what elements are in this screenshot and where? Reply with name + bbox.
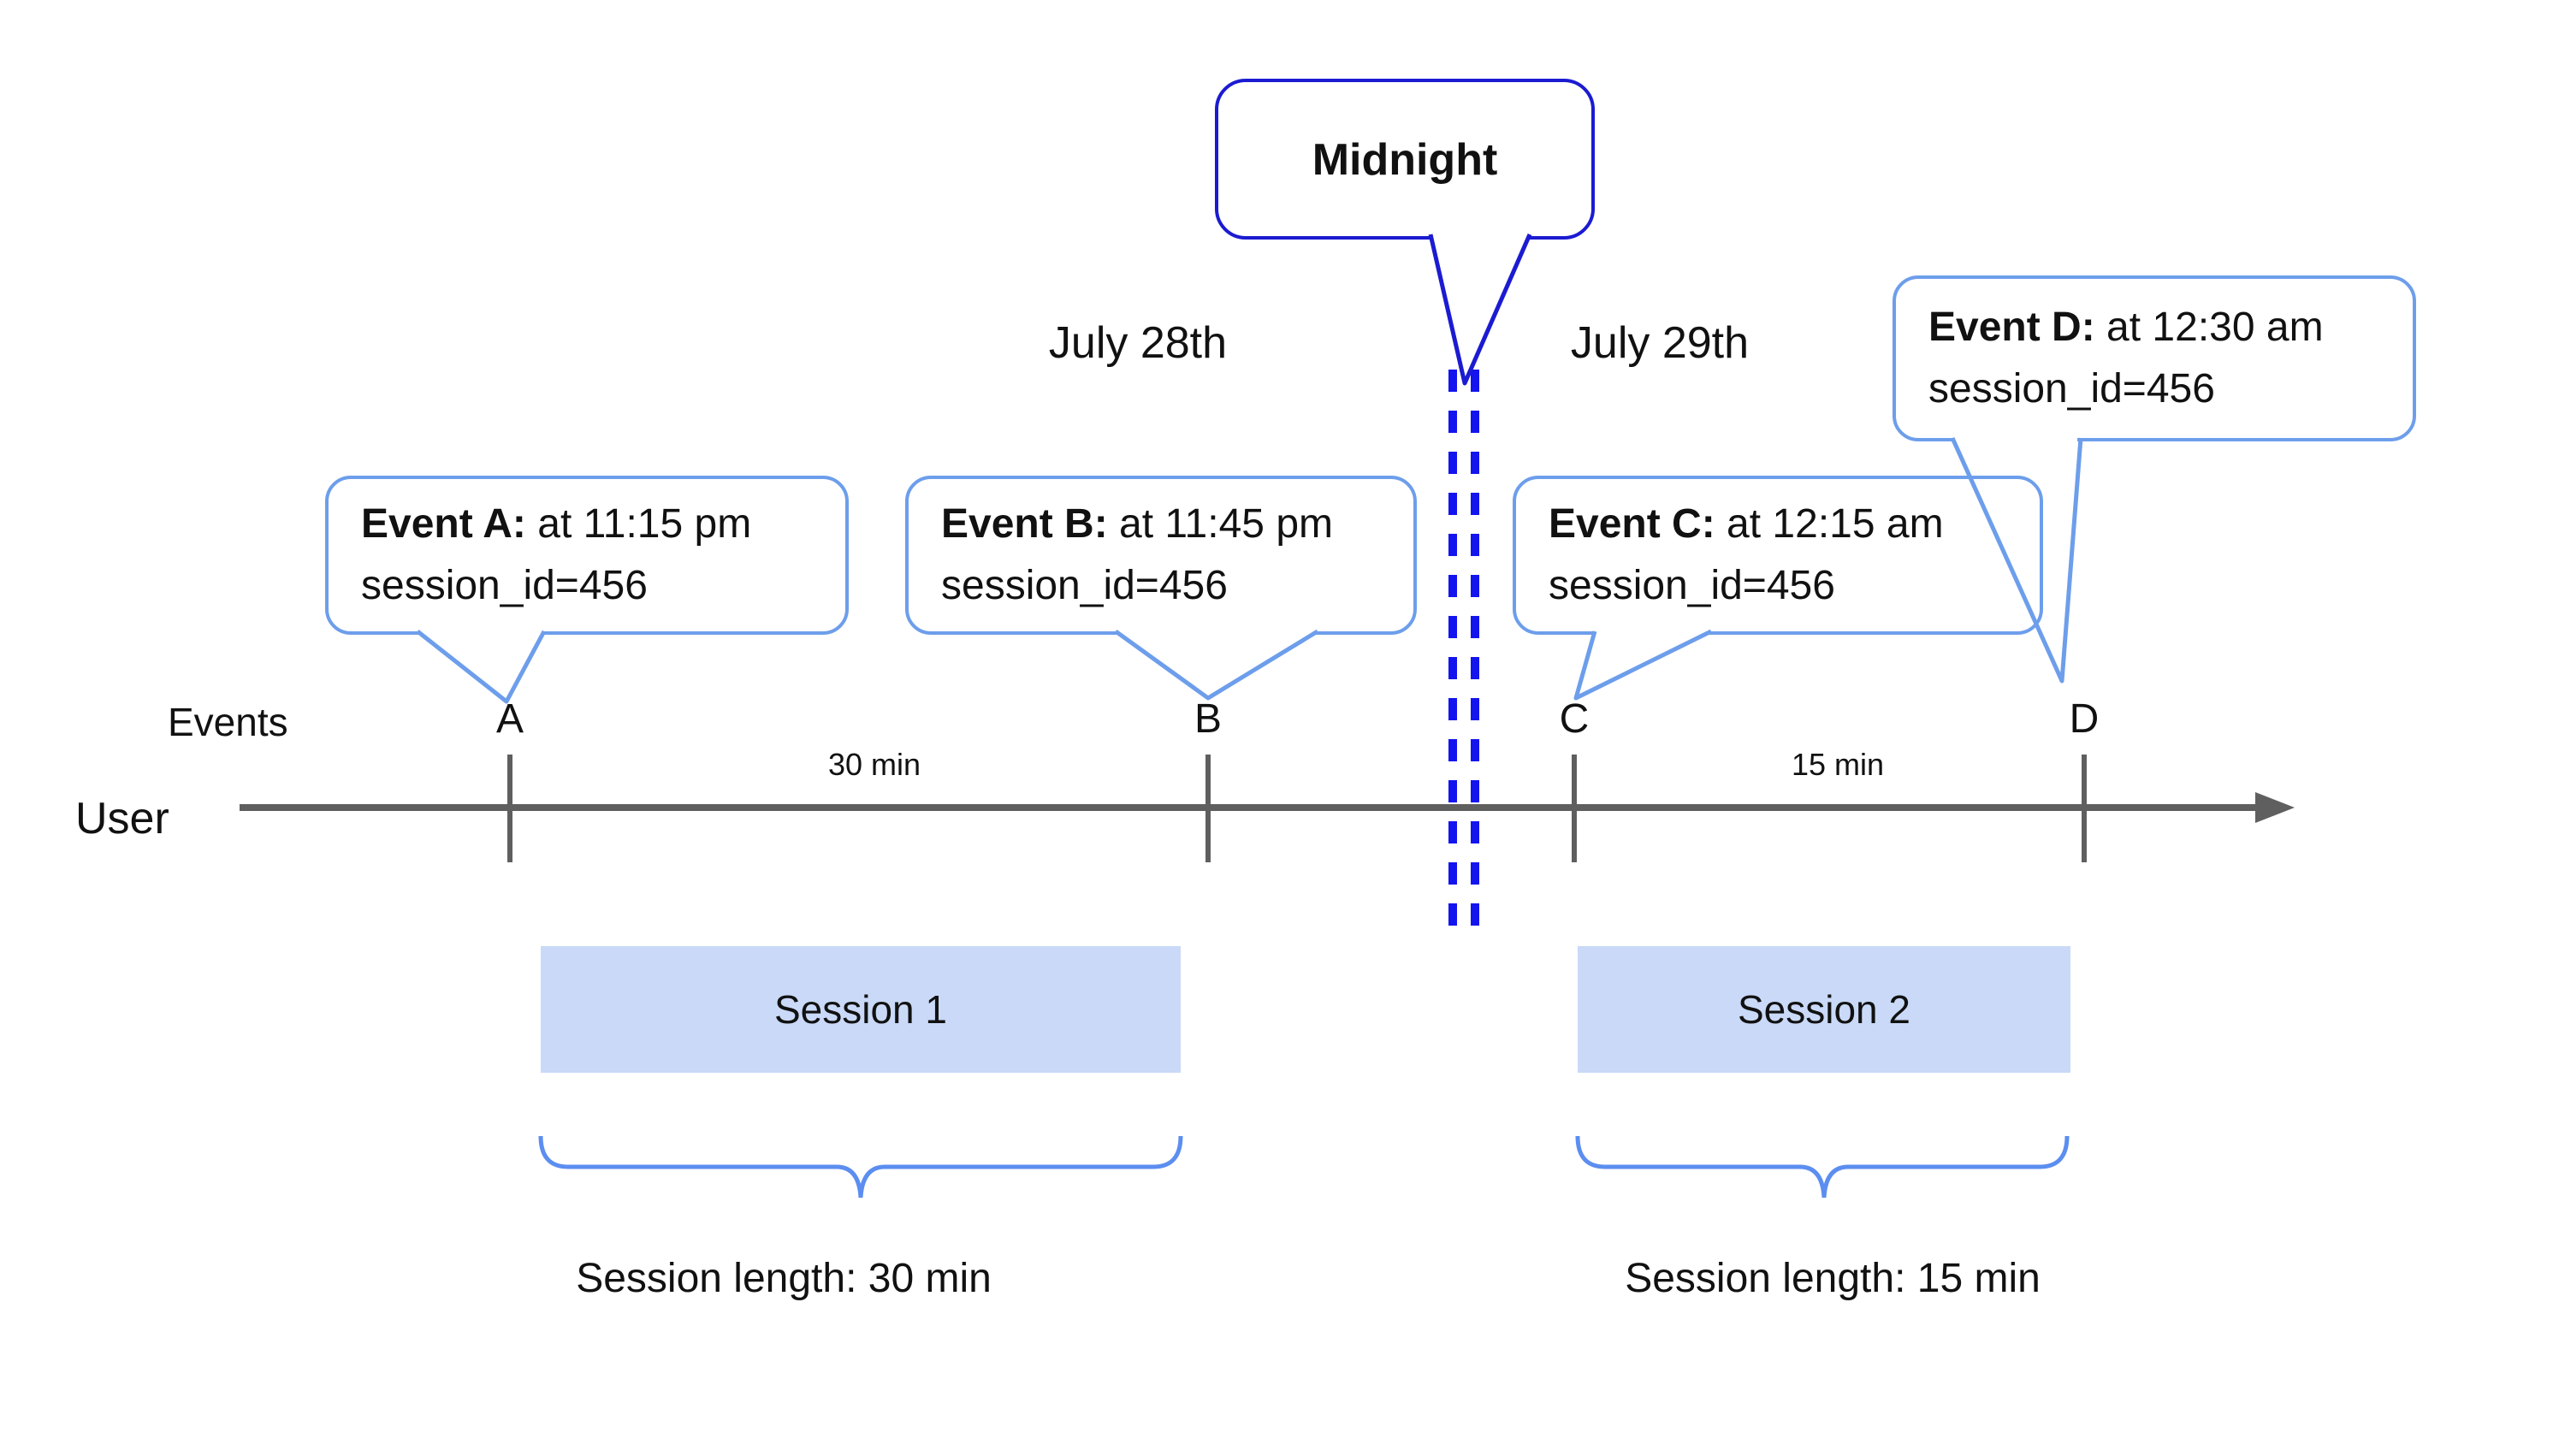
interval-label-30min: 30 min bbox=[827, 748, 921, 782]
date-label-july-28: July 28th bbox=[1048, 317, 1228, 368]
event-d-title-time: at 12:30 am bbox=[2094, 304, 2324, 350]
tick-label-a: A bbox=[495, 696, 524, 743]
events-row-label: Events bbox=[168, 700, 288, 744]
tick-label-b: B bbox=[1194, 696, 1222, 743]
event-d-title-bold: Event D: bbox=[1928, 304, 2095, 350]
event-a-callout-tail bbox=[416, 630, 547, 704]
session-1-brace bbox=[538, 1135, 1183, 1199]
session-2-length-label: Session length: 15 min bbox=[1625, 1256, 2041, 1302]
axis-arrowhead bbox=[2255, 792, 2295, 823]
event-c-title-time: at 12:15 am bbox=[1715, 500, 1944, 547]
event-c-detail: session_id=456 bbox=[1549, 562, 1835, 608]
session-2-rect: Session 2 bbox=[1578, 946, 2070, 1073]
session-2-label: Session 2 bbox=[1737, 986, 1910, 1031]
midnight-callout: Midnight bbox=[1215, 79, 1595, 240]
event-b-callout: Event B: at 11:45 pm session_id=456 bbox=[905, 476, 1417, 635]
event-b-title: Event B: at 11:45 pm bbox=[941, 494, 1413, 555]
event-b-detail: session_id=456 bbox=[941, 562, 1228, 608]
user-row-label: User bbox=[75, 792, 169, 843]
event-c-callout-tail bbox=[1573, 629, 1713, 701]
event-a-callout: Event A: at 11:15 pm session_id=456 bbox=[325, 476, 849, 635]
midnight-label: Midnight bbox=[1312, 133, 1498, 184]
event-d-detail: session_id=456 bbox=[1928, 365, 2215, 411]
session-1-rect: Session 1 bbox=[541, 946, 1181, 1073]
event-c-title: Event C: at 12:15 am bbox=[1549, 494, 2040, 555]
session-1-length-label: Session length: 30 min bbox=[576, 1256, 992, 1302]
event-a-title: Event A: at 11:15 pm bbox=[361, 494, 845, 555]
interval-label-15min: 15 min bbox=[1791, 748, 1885, 782]
event-d-title: Event D: at 12:30 am bbox=[1928, 297, 2413, 358]
date-label-july-29: July 29th bbox=[1570, 317, 1750, 368]
event-d-callout: Event D: at 12:30 am session_id=456 bbox=[1893, 275, 2416, 441]
event-a-title-bold: Event A: bbox=[361, 500, 526, 547]
event-c-title-bold: Event C: bbox=[1549, 500, 1715, 547]
event-a-title-time: at 11:15 pm bbox=[525, 500, 752, 547]
event-b-title-bold: Event B: bbox=[941, 500, 1108, 547]
session-2-brace bbox=[1575, 1135, 2070, 1199]
event-b-callout-tail bbox=[1114, 629, 1319, 701]
event-c-callout: Event C: at 12:15 am session_id=456 bbox=[1513, 476, 2043, 635]
tick-label-d: D bbox=[2069, 696, 2100, 743]
session-1-label: Session 1 bbox=[773, 986, 947, 1031]
event-a-detail: session_id=456 bbox=[361, 562, 648, 608]
event-b-title-time: at 11:45 pm bbox=[1107, 500, 1333, 547]
tick-label-c: C bbox=[1559, 696, 1590, 743]
